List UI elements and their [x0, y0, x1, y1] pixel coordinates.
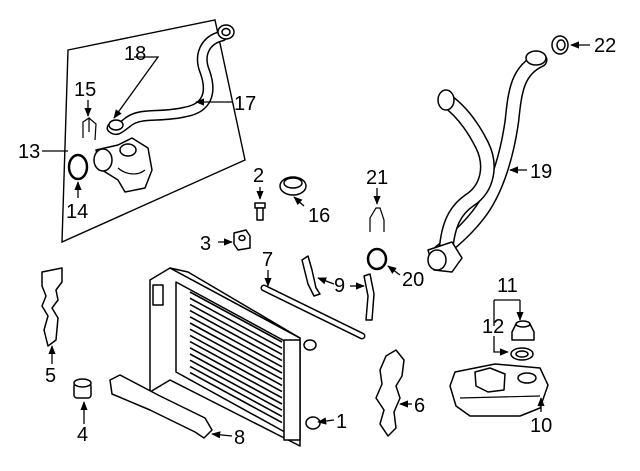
radiator-fin — [189, 340, 283, 393]
leader-lines — [42, 41, 590, 439]
callout-4: 4 — [77, 424, 88, 446]
radiator-fin — [189, 334, 283, 387]
clip-15 — [82, 116, 97, 141]
radiator-fin — [189, 347, 283, 399]
ring-22 — [551, 35, 569, 55]
callout-13: 13 — [18, 141, 40, 163]
radiator-fin — [189, 291, 283, 343]
cap-16 — [279, 176, 307, 196]
callout-12: 12 — [482, 316, 504, 338]
thermostat-housing — [93, 137, 153, 193]
clip-21 — [369, 207, 385, 232]
callout-14: 14 — [66, 201, 88, 223]
callout-6: 6 — [414, 395, 425, 417]
callout-21: 21 — [366, 167, 388, 189]
expansion-tank-10 — [449, 363, 549, 417]
bolt-2 — [254, 202, 266, 221]
radiator-fin — [189, 309, 283, 362]
callout-7: 7 — [262, 249, 273, 271]
callout-8: 8 — [234, 427, 245, 449]
callout-labels: 1 2 3 4 5 6 7 8 9 10 11 12 13 14 15 16 1… — [18, 35, 616, 449]
clamp-18 — [108, 119, 124, 131]
seal-8 — [109, 374, 213, 439]
callout-16: 16 — [308, 205, 330, 227]
cap-12 — [511, 320, 535, 341]
callout-22: 22 — [594, 35, 616, 57]
inset-panel — [61, 19, 246, 244]
mount-3 — [233, 229, 251, 251]
radiator-fin — [189, 316, 283, 368]
callout-9: 9 — [334, 275, 345, 297]
callout-17: 17 — [234, 93, 256, 115]
radiator-fin — [189, 303, 283, 356]
callout-18: 18 — [124, 43, 146, 65]
callout-15: 15 — [74, 79, 96, 101]
deflector-6 — [375, 349, 405, 437]
radiator-fin — [189, 322, 283, 374]
callout-11: 11 — [497, 275, 518, 297]
callout-3: 3 — [200, 233, 211, 255]
radiator-1 — [149, 267, 321, 447]
bracket-9 — [301, 255, 375, 321]
radiator-fin — [189, 328, 283, 380]
callout-1: 1 — [336, 411, 347, 433]
grommet-4 — [73, 378, 92, 399]
radiator-fin — [189, 371, 283, 424]
radiator-fin — [189, 297, 283, 349]
seal-12 — [510, 347, 534, 361]
callout-19: 19 — [530, 161, 552, 183]
callout-10: 10 — [530, 415, 552, 437]
radiator-fin — [189, 359, 283, 411]
radiator-fin — [189, 353, 283, 405]
radiator-fin — [189, 365, 283, 418]
callout-20: 20 — [402, 269, 424, 291]
seal-strip-7 — [260, 284, 366, 340]
callout-5: 5 — [45, 365, 56, 387]
callout-2: 2 — [253, 165, 264, 187]
o-ring-20 — [366, 247, 388, 271]
hose-17 — [106, 24, 235, 136]
hose-19 — [427, 50, 548, 273]
deflector-5 — [41, 267, 63, 347]
o-ring-14 — [67, 153, 89, 181]
